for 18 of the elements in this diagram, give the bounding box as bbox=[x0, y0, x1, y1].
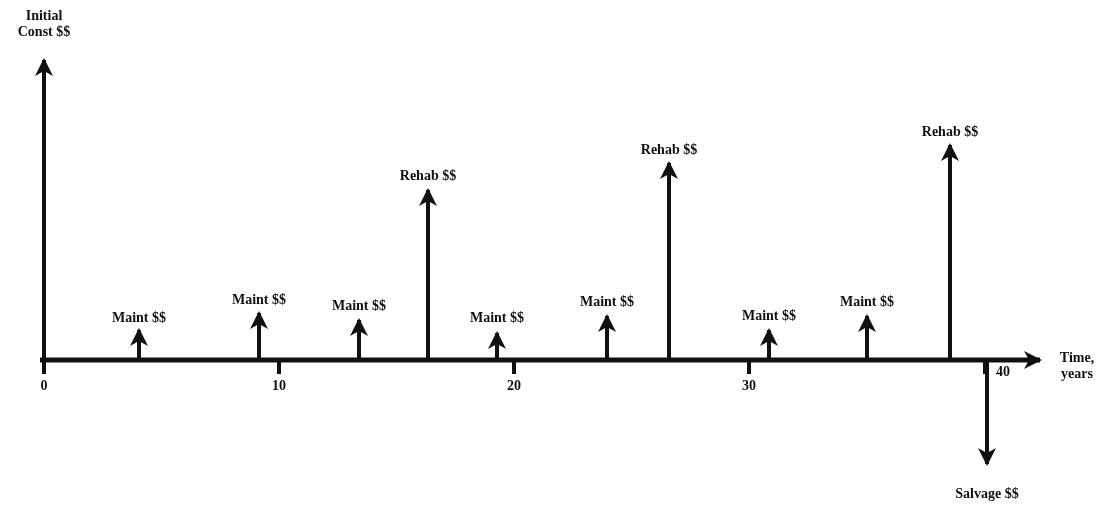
tick-label: 30 bbox=[741, 378, 757, 395]
tick-label: 20 bbox=[506, 378, 522, 395]
cash-flow-label: Maint $$ bbox=[110, 310, 168, 327]
tick-label: 40 bbox=[995, 364, 1011, 381]
axis-title: Time, years bbox=[1058, 350, 1096, 383]
cash-flow-label: Rehab $$ bbox=[398, 168, 458, 185]
tick-label: 0 bbox=[39, 378, 49, 395]
cash-flow-label: Maint $$ bbox=[578, 294, 636, 311]
cash-flow-label: Rehab $$ bbox=[639, 142, 699, 159]
cash-flow-label: Rehab $$ bbox=[920, 124, 980, 141]
cash-flow-label: Maint $$ bbox=[838, 294, 896, 311]
cash-flow-label: Maint $$ bbox=[330, 298, 388, 315]
cash-flow-label: Maint $$ bbox=[468, 310, 526, 327]
cash-flow-label: Salvage $$ bbox=[954, 486, 1020, 503]
cash-flow-label: Initial Const $$ bbox=[16, 8, 72, 41]
tick-label: 10 bbox=[271, 378, 287, 395]
cash-flow-label: Maint $$ bbox=[230, 292, 288, 309]
cash-flow-label: Maint $$ bbox=[740, 308, 798, 325]
